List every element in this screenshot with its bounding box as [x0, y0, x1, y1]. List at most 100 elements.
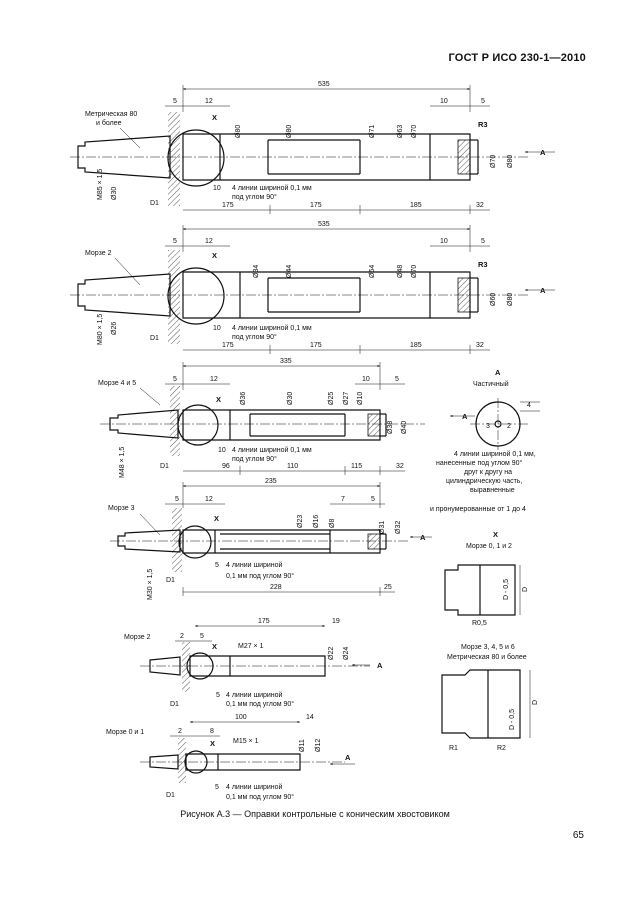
fig3-dim-10b: 10 — [218, 447, 226, 454]
fig2-d1: D1 — [150, 335, 159, 342]
fig4-view-x: X — [214, 514, 219, 523]
fig3-dia-3: Ø25 — [328, 392, 335, 405]
fig6-thread: M15 × 1 — [233, 738, 259, 745]
view-a-detail: A Частичный 3 2 4 4 линии шириной 0,1 мм… — [430, 368, 540, 513]
fig5-mandrel: 175 19 Морзе 2 2 5 M27 × 1 Ø22 Ø24 X A D… — [124, 618, 383, 708]
fig6-dim-8: 8 — [210, 728, 214, 735]
fig2-seg-1: 175 — [222, 342, 234, 349]
fig1-seg-2: 175 — [310, 202, 322, 209]
fig2-overall-dim: 535 — [318, 221, 330, 228]
fig3-view-a: A — [462, 412, 468, 421]
view-a-4: 4 — [527, 402, 531, 409]
fig3-seg-2: 110 — [287, 463, 298, 470]
fig1-dia-3: Ø71 — [369, 125, 376, 138]
detail-x2-r1: R1 — [449, 745, 458, 752]
fig6-taper-label: Морзе 0 и 1 — [106, 729, 144, 736]
fig6-view-a: A — [345, 753, 351, 762]
fig4-view-a: A — [420, 533, 426, 542]
view-a-note-3: друг к другу на — [464, 469, 512, 476]
fig2-seg-3: 185 — [410, 342, 422, 349]
fig6-dim-2: 2 — [178, 728, 182, 735]
fig3-dim-12: 12 — [210, 376, 218, 383]
fig2-dia-6: Ø60 — [490, 293, 497, 306]
fig2-view-x: X — [212, 251, 217, 260]
view-a-note-5: выравненные — [470, 487, 515, 494]
view-a-title: A — [495, 368, 501, 377]
fig1-dim-12: 12 — [205, 98, 213, 105]
view-a-note-2: нанесенные под углом 90° — [436, 459, 523, 467]
fig4-dim-5: 5 — [175, 496, 179, 503]
fig2-dia-3: Ø54 — [369, 265, 376, 278]
fig2-dim-12: 12 — [205, 238, 213, 245]
fig1-dia-6: Ø70 — [490, 155, 497, 168]
fig3-dia-5: Ø10 — [357, 392, 364, 405]
fig6-dim-5b: 5 — [215, 784, 219, 791]
fig1-dim-10: 10 — [440, 98, 448, 105]
fig2-view-a: A — [540, 286, 546, 295]
fig2-dia-2: Ø44 — [286, 265, 293, 278]
fig2-dia-5: Ø70 — [411, 265, 418, 278]
fig2-dia-4: Ø48 — [397, 265, 404, 278]
view-a-note-6: и пронумерованные от 1 до 4 — [430, 506, 526, 513]
detail-x2-title-2: Метрическая 80 и более — [447, 653, 527, 661]
fig1-taper-line2: и более — [96, 119, 122, 127]
fig5-thread: M27 × 1 — [238, 643, 264, 650]
fig1-seg-1: 175 — [222, 202, 234, 209]
fig3-note-angle: под углом 90° — [232, 455, 277, 463]
fig1-dia-2: Ø80 — [286, 125, 293, 138]
fig2-dim-10: 10 — [440, 238, 448, 245]
fig1-dia-4: Ø63 — [397, 125, 404, 138]
fig1-dia-1: Ø80 — [235, 125, 242, 138]
fig3-thread: M48 × 1,5 — [119, 447, 126, 478]
fig4-dia-1: Ø23 — [297, 515, 304, 528]
fig6-note-2: 0,1 мм под углом 90° — [226, 793, 294, 801]
page-number: 65 — [572, 830, 584, 841]
fig4-dim-7: 7 — [341, 496, 345, 503]
fig3-note-hatch: 4 линии шириной 0,1 мм — [232, 446, 312, 454]
fig3-dim-5b: 5 — [395, 376, 399, 383]
fig6-d1: D1 — [166, 792, 175, 799]
fig5-view-a: A — [377, 661, 383, 670]
detail-x1-dim: D - 0,5 — [503, 579, 510, 600]
fig3-dia-7: Ø40 — [401, 421, 408, 434]
fig1-thread: M85 × 1,5 — [97, 169, 104, 200]
fig4-dia-5: Ø32 — [395, 521, 402, 534]
fig4-note-2: 0,1 мм под углом 90° — [226, 572, 294, 580]
fig4-thread: M30 × 1,5 — [147, 569, 154, 600]
fig5-dim-19: 19 — [332, 618, 340, 625]
fig3-overall-dim: 335 — [280, 358, 292, 365]
fig4-dia-4: Ø31 — [379, 521, 386, 534]
fig5-dim-5b: 5 — [216, 692, 220, 699]
fig2-note-angle: под углом 90° — [232, 333, 277, 341]
fig4-dim-5b: 5 — [371, 496, 375, 503]
fig4-seg-1: 228 — [270, 584, 282, 591]
fig3-dia-4: Ø27 — [343, 392, 350, 405]
fig1-note-hatch: 4 линии шириной 0,1 мм — [232, 184, 312, 192]
fig3-seg-3: 115 — [351, 463, 362, 470]
figure-caption: Рисунок А.3 — Оправки контрольные с кони… — [180, 809, 450, 819]
fig1-dim-5b: 5 — [481, 98, 485, 105]
fig2-taper-label: Морзе 2 — [85, 250, 112, 257]
view-a-note-4: цилиндрическую часть, — [446, 478, 522, 485]
detail-x2-d: D — [532, 700, 539, 705]
fig6-mandrel: 100 14 Морзе 0 и 1 2 8 M15 × 1 Ø11 Ø12 X… — [106, 714, 355, 801]
fig5-overall-dim: 175 — [258, 618, 270, 625]
fig6-dia-1: Ø11 — [299, 739, 306, 752]
fig1-dia-7: Ø80 — [507, 155, 514, 168]
fig3-dia-6: Ø38 — [387, 421, 394, 434]
view-a-note-1: 4 линии шириной 0,1 мм, — [454, 450, 536, 458]
fig4-dim-5c: 5 — [215, 562, 219, 569]
fig3-dia-1: Ø36 — [240, 392, 247, 405]
fig5-dim-5: 5 — [200, 633, 204, 640]
fig5-dia-2: Ø24 — [343, 647, 350, 660]
detail-x-large: Морзе 3, 4, 5 и 6 Метрическая 80 и более… — [441, 644, 539, 752]
fig1-seg-4: 32 — [476, 202, 484, 209]
fig1-radius: R3 — [478, 120, 488, 129]
fig5-note-2: 0,1 мм под углом 90° — [226, 700, 294, 708]
fig2-dim-5b: 5 — [481, 238, 485, 245]
fig2-dim-10b: 10 — [213, 325, 221, 332]
fig1-mandrel: 535 5 12 10 5 Метрическая 80 и более — [70, 81, 555, 214]
fig2-dia-7: Ø80 — [507, 293, 514, 306]
